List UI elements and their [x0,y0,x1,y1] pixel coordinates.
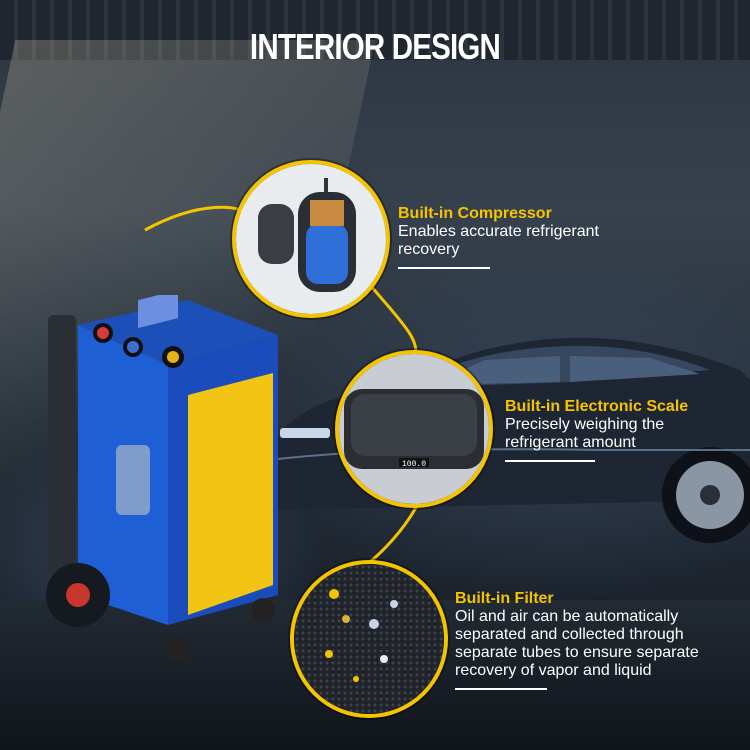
divider [455,688,547,690]
feature-description-line: recovery [398,241,460,258]
scale-reading: 100.0 [402,460,426,469]
filter-circle [290,560,448,718]
page-title: INTERIOR DESIGN [249,26,501,67]
feature-description-line: Oil and air can be automatically [455,608,679,625]
compressor-icon [236,164,386,314]
feature-compressor: Built-in Compressor Enables accurate ref… [398,205,688,269]
feature-title: Built-in Electronic Scale [505,398,689,415]
ceiling [0,0,750,60]
feature-title: Built-in Compressor [398,205,552,222]
scale-circle: 100.0 [335,350,493,508]
feature-description-line: separate tubes to ensure separate [455,644,699,661]
feature-title: Built-in Filter [455,590,554,607]
compressor-circle [232,160,390,318]
feature-scale: Built-in Electronic Scale Precisely weig… [505,398,745,462]
feature-description-line: recovery of vapor and liquid [455,662,652,679]
feature-description-line: refrigerant amount [505,434,636,451]
divider [398,267,490,269]
refrigerant-machine-image [38,290,298,675]
scale-icon: 100.0 [339,354,489,504]
filter-icon [294,564,444,714]
feature-filter: Built-in Filter Oil and air can be autom… [455,590,745,690]
feature-description-line: separated and collected through [455,626,684,643]
feature-description-line: Precisely weighing the [505,416,665,433]
divider [505,460,595,462]
feature-description-line: Enables accurate refrigerant [398,223,599,240]
